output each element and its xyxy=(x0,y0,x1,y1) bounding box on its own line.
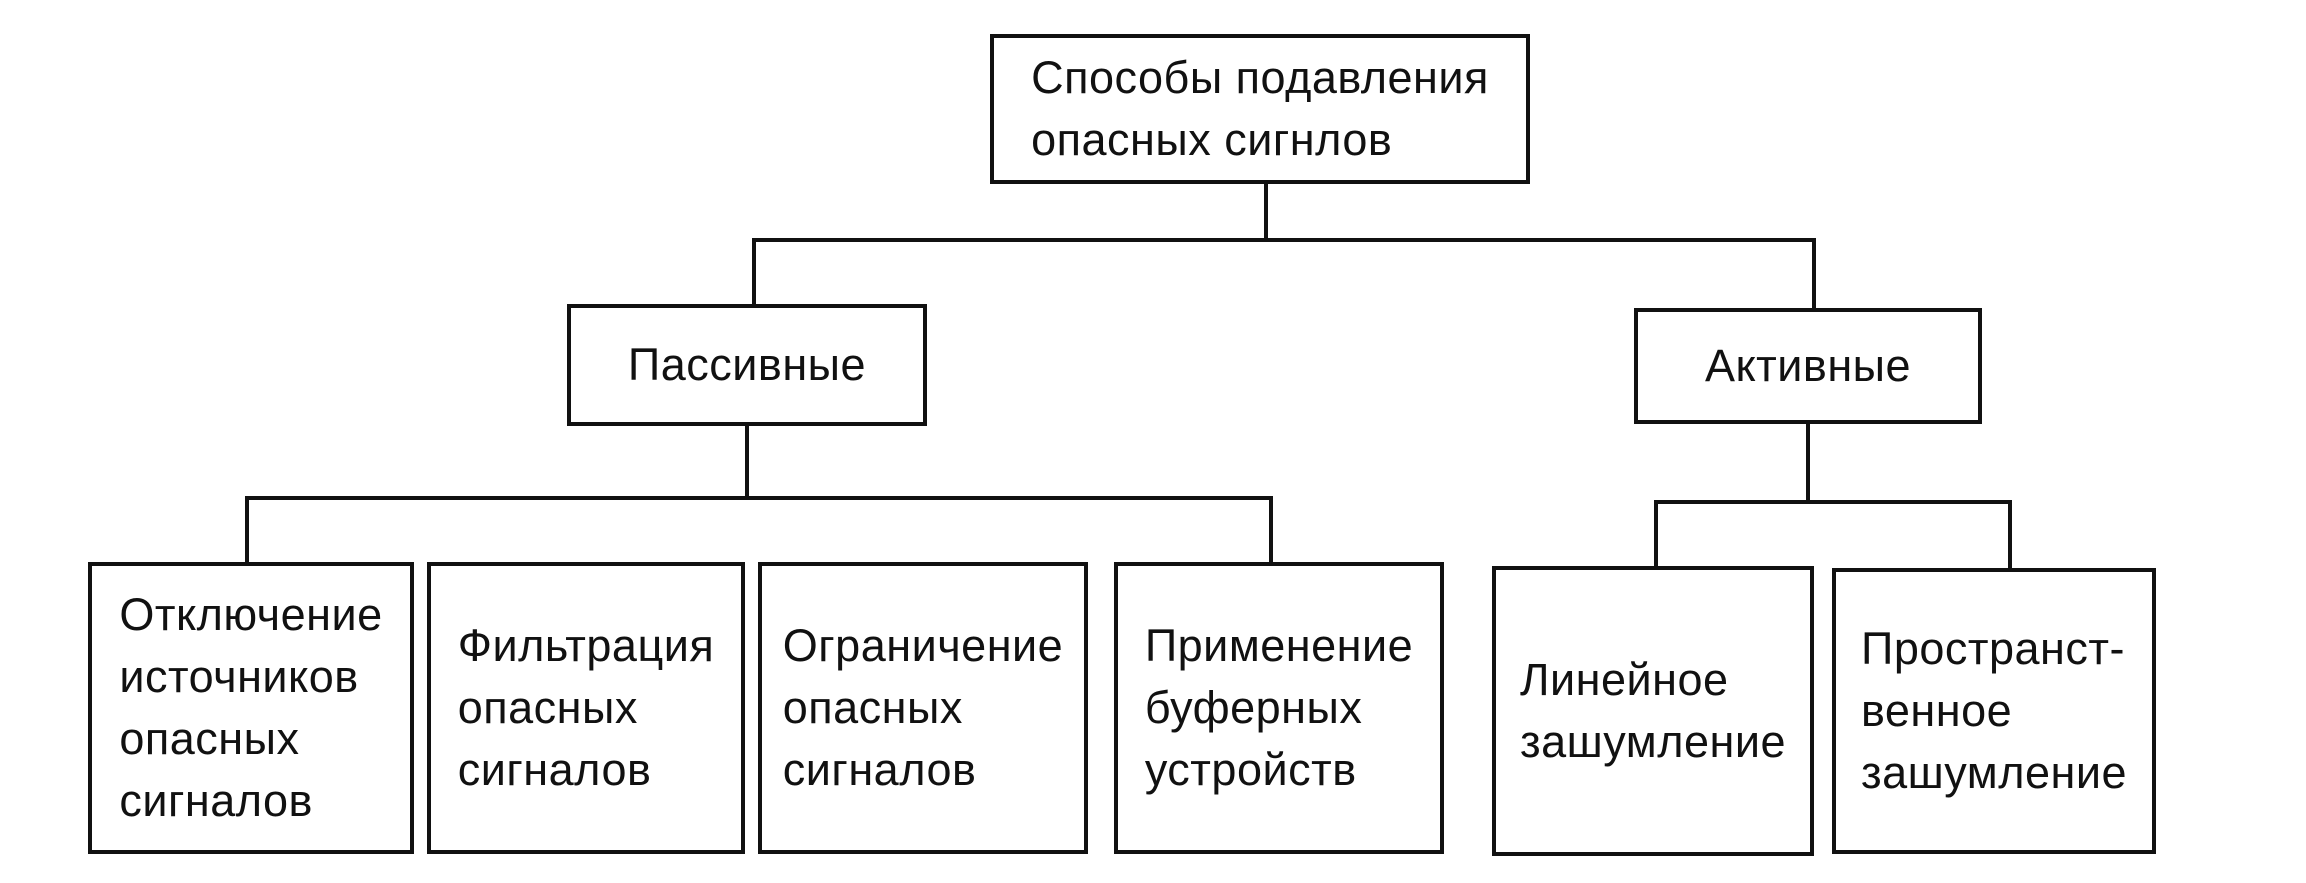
connector-passive-bar xyxy=(245,496,1273,500)
label-line: Отключение xyxy=(119,588,383,640)
active-label: Активные xyxy=(1704,339,1912,391)
label-line: устройств xyxy=(1144,744,1357,796)
passive-child-disconnect: Отключение источников опасных сигналов xyxy=(88,562,414,854)
passive-child-buffer-devices: Применение буферных устройств xyxy=(1114,562,1444,854)
active-child-spatial-noise-label: Пространст- венное зашумление xyxy=(1861,618,2127,804)
passive-child-filtering-label: Фильтрация опасных сигналов xyxy=(458,615,714,801)
connector-active-bar xyxy=(1654,500,2012,504)
active-child-linear-noise: Линейное зашумление xyxy=(1492,566,1814,856)
passive-label: Пассивные xyxy=(627,338,867,390)
label-line: зашумление xyxy=(1520,716,1786,767)
root-label-line-2: опасных сигнлов xyxy=(1031,114,1393,165)
label-line: опасных xyxy=(457,681,638,733)
passive-child-limiting: Ограничение опасных сигналов xyxy=(758,562,1088,854)
active-child-spatial-noise: Пространст- венное зашумление xyxy=(1832,568,2156,854)
label-line: сигналов xyxy=(119,775,313,827)
active-child-linear-noise-label: Линейное зашумление xyxy=(1520,649,1786,773)
label-line: Пространст- xyxy=(1861,622,2126,674)
label-line: опасных xyxy=(119,713,300,764)
connector-to-passive-1 xyxy=(245,496,249,564)
active-box: Активные xyxy=(1634,308,1982,424)
connector-root-down xyxy=(1264,182,1268,240)
connector-to-active xyxy=(1812,238,1816,310)
connector-to-active-1 xyxy=(1654,500,1658,568)
root-label: Способы подавления опасных сигнлов xyxy=(1031,47,1489,171)
connector-to-active-2 xyxy=(2008,500,2012,570)
label-line: источников xyxy=(119,650,359,702)
label-line: зашумление xyxy=(1861,747,2127,799)
label-line: сигналов xyxy=(782,744,977,796)
label-line: опасных xyxy=(782,681,963,733)
connector-to-passive-4 xyxy=(1269,496,1273,564)
connector-level1-bar xyxy=(752,238,1816,242)
connector-active-down xyxy=(1806,422,1810,502)
root-label-line-1: Способы подавления xyxy=(1031,51,1489,103)
label-line: венное xyxy=(1861,684,2013,736)
connector-passive-down xyxy=(745,424,749,498)
connector-to-passive xyxy=(752,238,756,306)
label-line: сигналов xyxy=(457,744,652,796)
passive-child-limiting-label: Ограничение опасных сигналов xyxy=(783,615,1063,801)
label-line: Фильтрация xyxy=(457,619,715,671)
label-line: Применение xyxy=(1144,619,1414,671)
passive-child-filtering: Фильтрация опасных сигналов xyxy=(427,562,745,854)
label-line: Ограничение xyxy=(782,619,1064,671)
label-line: Линейное xyxy=(1520,653,1729,705)
root-box: Способы подавления опасных сигнлов xyxy=(990,34,1530,184)
passive-child-buffer-devices-label: Применение буферных устройств xyxy=(1145,615,1413,801)
passive-box: Пассивные xyxy=(567,304,927,426)
passive-child-disconnect-label: Отключение источников опасных сигналов xyxy=(119,584,382,832)
label-line: буферных xyxy=(1144,681,1363,733)
